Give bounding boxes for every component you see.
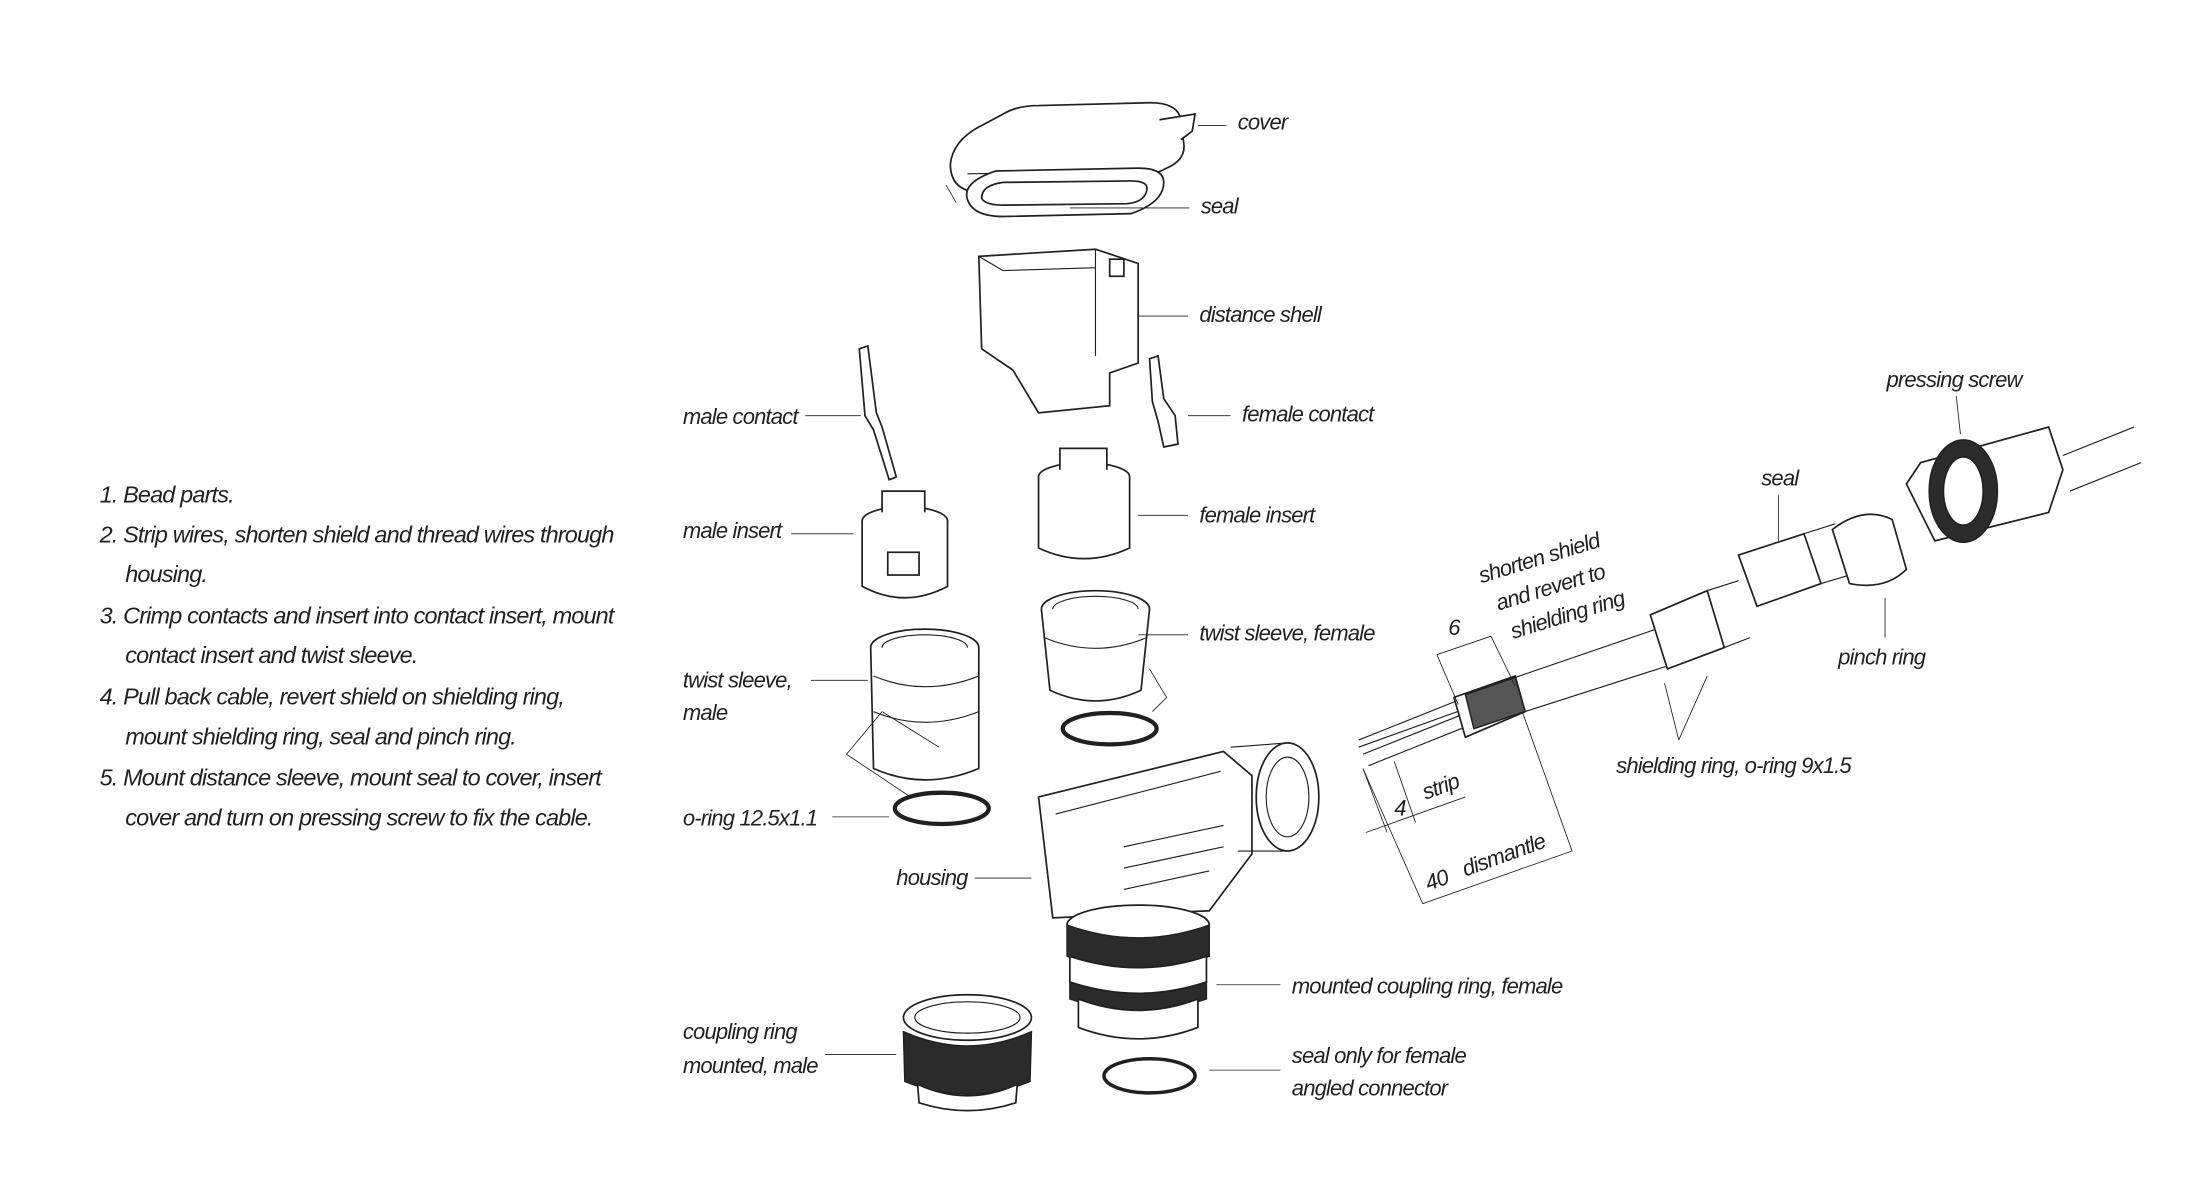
- label-male-insert: male insert: [683, 518, 783, 543]
- label-twist-sleeve-male-2: male: [683, 700, 728, 725]
- twist-sleeve-male-part: [869, 628, 980, 781]
- female-contact-part: [1148, 354, 1179, 448]
- label-twist-sleeve-male: twist sleeve,: [683, 667, 792, 692]
- instruction-2: 2. Strip wires, shorten shield and threa…: [99, 521, 614, 547]
- label-cover: cover: [1238, 110, 1290, 135]
- dim-dismantle-label: dismantle: [1459, 828, 1550, 881]
- instruction-4: 4. Pull back cable, revert shield on shi…: [100, 683, 564, 709]
- dimension-lines: [1362, 635, 1573, 905]
- label-pressing-screw: pressing screw: [1885, 367, 2024, 392]
- seal-female-part: [1102, 1056, 1197, 1095]
- part-labels: cover seal distance shell male contact f…: [683, 110, 2025, 1101]
- male-insert-part: [861, 490, 949, 599]
- oring-female-part: [1060, 710, 1159, 747]
- dim-strip-value: 4: [1394, 795, 1406, 820]
- label-housing: housing: [896, 865, 969, 890]
- dim-shield: 6: [1448, 615, 1461, 640]
- label-coupling-male: coupling ring: [683, 1019, 799, 1044]
- dim-dismantle-value: 40: [1422, 864, 1453, 896]
- label-coupling-male-2: mounted, male: [683, 1053, 818, 1078]
- leader-lines: [791, 125, 1961, 1071]
- distance-shell-part: [977, 248, 1139, 414]
- label-distance-shell: distance shell: [1199, 302, 1323, 327]
- male-contact-part: [858, 344, 898, 481]
- label-coupling-female: mounted coupling ring, female: [1292, 973, 1563, 998]
- instruction-3: 3. Crimp contacts and insert into contac…: [100, 602, 616, 628]
- cable-part: [1358, 513, 1908, 767]
- instruction-1: 1. Bead parts.: [100, 481, 234, 507]
- instruction-5: 5. Mount distance sleeve, mount seal to …: [100, 765, 604, 791]
- label-twist-sleeve-female: twist sleeve, female: [1199, 620, 1375, 645]
- label-seal-top: seal: [1201, 194, 1240, 219]
- label-seal-female-2: angled connector: [1292, 1076, 1450, 1101]
- pressing-screw-part: [1905, 426, 2142, 544]
- label-male-contact: male contact: [683, 404, 799, 429]
- label-female-insert: female insert: [1199, 502, 1316, 527]
- label-female-contact: female contact: [1242, 401, 1375, 426]
- instruction-2-cont: housing.: [125, 561, 207, 587]
- instruction-3-cont: contact insert and twist sleeve.: [125, 642, 417, 668]
- housing-part: [1037, 742, 1320, 919]
- assembly-instructions: 1. Bead parts. 2. Strip wires, shorten s…: [99, 481, 617, 830]
- label-seal-right: seal: [1761, 465, 1800, 490]
- label-seal-female: seal only for female: [1292, 1043, 1467, 1068]
- seal-top-part: [965, 167, 1165, 218]
- coupling-ring-male-part: [902, 993, 1033, 1112]
- label-pinch-ring: pinch ring: [1837, 645, 1927, 670]
- coupling-ring-female-part: [1066, 904, 1211, 1040]
- oring-male-part: [892, 790, 991, 827]
- instruction-5-cont: cover and turn on pressing screw to fix …: [125, 804, 592, 830]
- label-shielding-ring: shielding ring, o-ring 9x1.5: [1616, 753, 1852, 778]
- twist-sleeve-female-part: [1040, 589, 1151, 702]
- label-oring: o-ring 12.5x1.1: [683, 805, 817, 830]
- female-insert-part: [1037, 447, 1131, 560]
- instruction-4-cont: mount shielding ring, seal and pinch rin…: [125, 723, 516, 749]
- dim-strip-label: strip: [1419, 768, 1463, 804]
